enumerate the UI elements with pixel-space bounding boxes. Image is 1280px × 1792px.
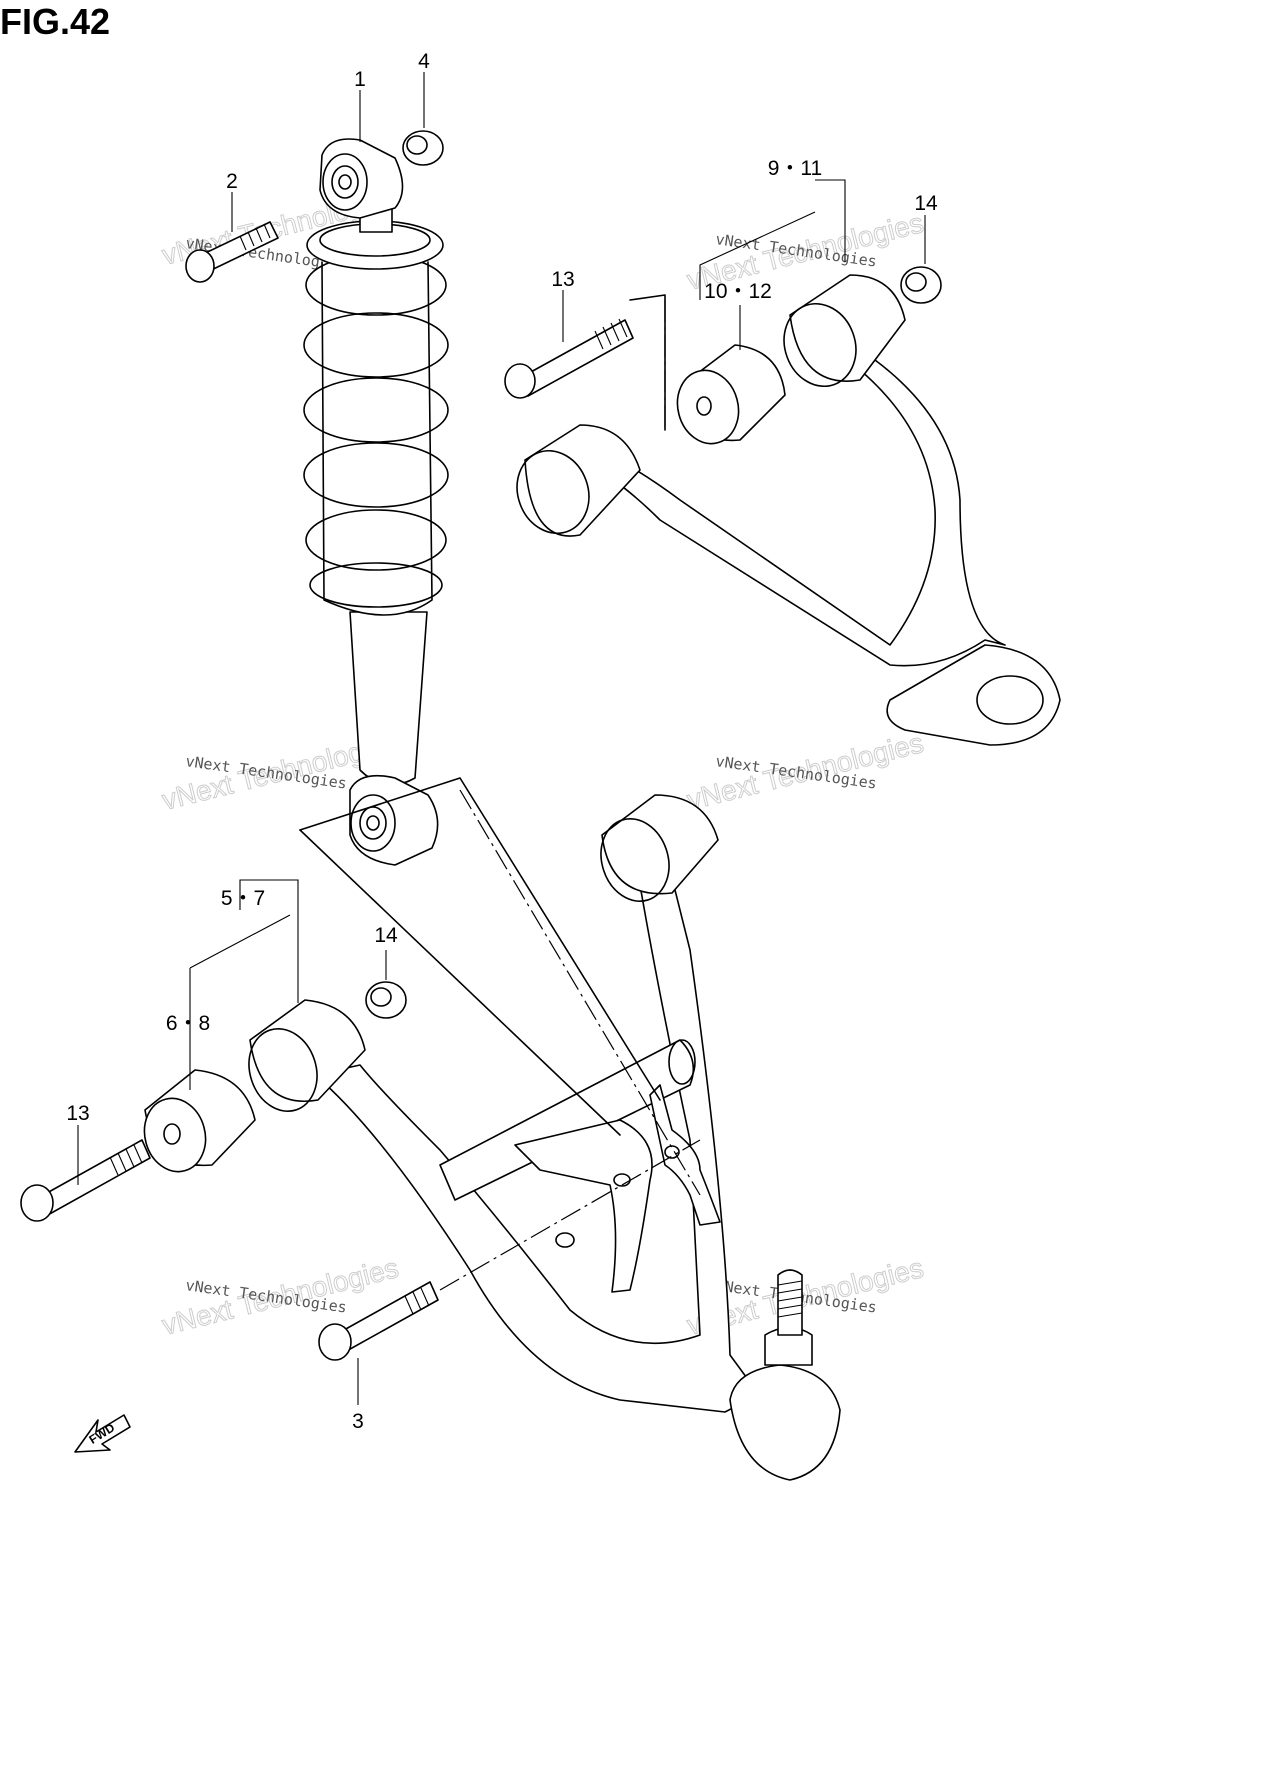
lower-ball-joint (729, 1269, 841, 1481)
nut-part-4 (402, 130, 444, 166)
callout-9-11: 9・11 (768, 157, 822, 180)
callout-3: 3 (352, 1410, 364, 1433)
bushing-part-10-12 (676, 344, 786, 445)
upper-arm-balljoint-flange (886, 644, 1061, 746)
shock-upper-body (321, 261, 433, 616)
bolt-part-13-lower (20, 1139, 151, 1222)
nut-part-14-upper (900, 266, 942, 304)
callout-6-8: 6・8 (166, 1012, 210, 1035)
bolt-part-3 (318, 1281, 439, 1361)
shock-mount-bracket (514, 1119, 653, 1293)
callout-10-12: 10・12 (704, 280, 772, 303)
callout-4: 4 (418, 50, 430, 73)
callout-2: 2 (226, 170, 238, 193)
upper-arm-rear-bushing-tube (783, 274, 906, 388)
shock-absorber (303, 138, 449, 866)
shock-lower-body (349, 611, 428, 786)
figure-title: FIG.42 (0, 1, 110, 42)
assembly-lines (299, 294, 701, 1291)
shock-top-eye (319, 138, 404, 219)
upper-arm-front-bushing-tube (516, 424, 641, 537)
upper-control-arm (516, 274, 1061, 746)
callout-13-lower: 13 (66, 1102, 89, 1125)
lower-arm-rear-bracket (649, 1084, 721, 1226)
callout-leaders (77, 72, 926, 1405)
callout-14-lower: 14 (374, 924, 398, 947)
shock-bottom-eye (349, 774, 439, 866)
callout-13-upper: 13 (551, 268, 574, 291)
lower-arm-front-bushing-tube (248, 999, 366, 1113)
bolt-part-2 (185, 221, 279, 283)
lower-control-arm (248, 794, 841, 1481)
lower-arm-body (314, 869, 753, 1413)
callout-1: 1 (354, 68, 366, 91)
watermark-mid-right: vNext Technologies vNext Technologies (683, 727, 927, 817)
fwd-arrow-icon: FWD (74, 1414, 131, 1453)
coil-spring (303, 254, 449, 608)
bushing-part-6-8 (143, 1069, 256, 1173)
callout-5-7: 5・7 (221, 887, 265, 910)
shock-mount-guide (299, 777, 661, 1101)
lower-arm-rear-bushing-tube (600, 794, 719, 903)
nut-part-14-lower (365, 981, 407, 1019)
callout-14-upper: 14 (914, 192, 938, 215)
bolt-part-13-upper (504, 318, 634, 399)
upper-arm-body (574, 359, 1006, 667)
